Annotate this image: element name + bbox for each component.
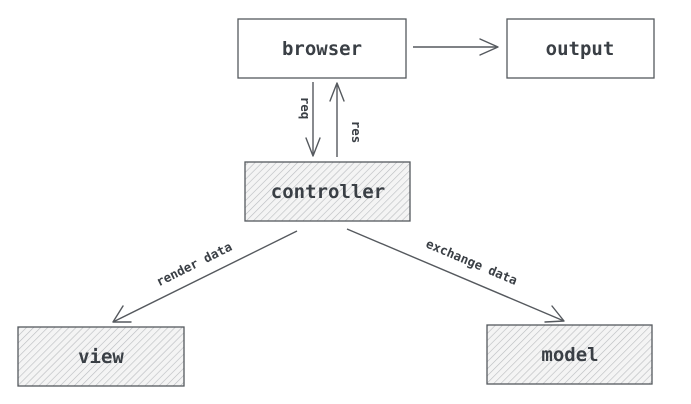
output-label: output: [546, 38, 615, 60]
output-node: output: [506, 18, 655, 79]
model-label: model: [541, 344, 598, 366]
view-node: view: [17, 326, 185, 387]
req-arrow: [305, 82, 321, 157]
controller-label: controller: [271, 181, 385, 203]
view-label: view: [78, 346, 124, 368]
model-node: model: [486, 324, 653, 385]
browser-to-output-arrow: [413, 38, 499, 56]
res-arrow: [329, 82, 345, 157]
controller-node: controller: [244, 161, 411, 222]
render-data-arrow: [112, 230, 298, 323]
exchange-data-label: exchange data: [424, 236, 520, 288]
res-label: res: [349, 121, 364, 144]
exchange-data-arrow: [346, 228, 565, 323]
browser-node: browser: [237, 18, 407, 79]
browser-label: browser: [282, 38, 362, 60]
req-label: req: [298, 97, 313, 120]
